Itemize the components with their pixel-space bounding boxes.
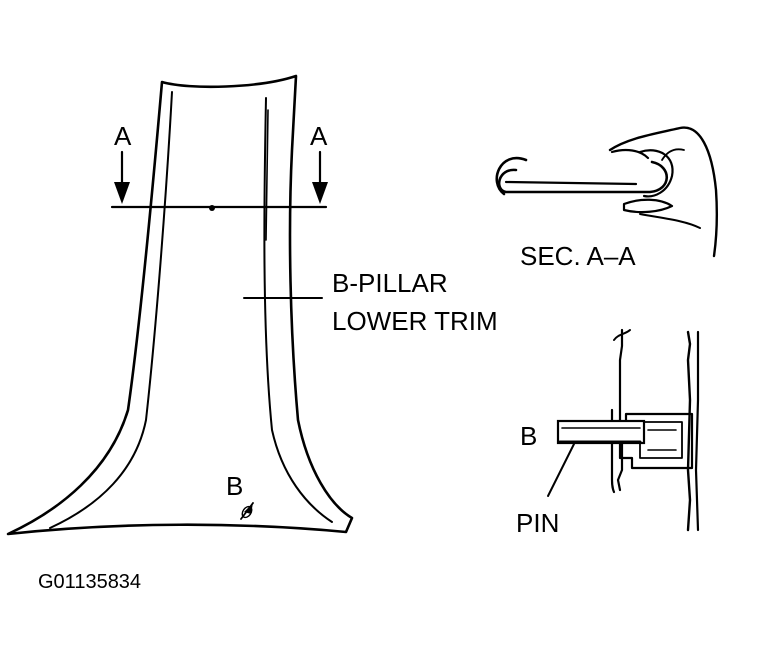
- pin-shaft: [556, 419, 646, 445]
- section-label-left: A: [114, 121, 132, 151]
- part-name-line1: B-PILLAR: [332, 268, 448, 298]
- pin-leader-line: [547, 443, 575, 497]
- part-name-line2: LOWER TRIM: [332, 306, 498, 336]
- pin-location-marker: [240, 502, 254, 520]
- section-view-label: SEC. A–A: [520, 241, 636, 271]
- figure-id: G01135834: [38, 571, 141, 593]
- section-arrow-right: [312, 150, 328, 204]
- detail-b-view: [547, 328, 700, 532]
- cut-point-dot: [209, 205, 215, 211]
- b-pillar-trim-panel: [6, 74, 354, 536]
- section-label-right: A: [310, 121, 328, 151]
- pin-label: PIN: [516, 508, 559, 538]
- section-arrow-left: [114, 150, 130, 204]
- detail-b-label-main: B: [226, 471, 243, 501]
- section-aa-view: [495, 126, 719, 258]
- detail-b-label-inset: B: [520, 421, 537, 451]
- section-cut-line: [110, 205, 328, 211]
